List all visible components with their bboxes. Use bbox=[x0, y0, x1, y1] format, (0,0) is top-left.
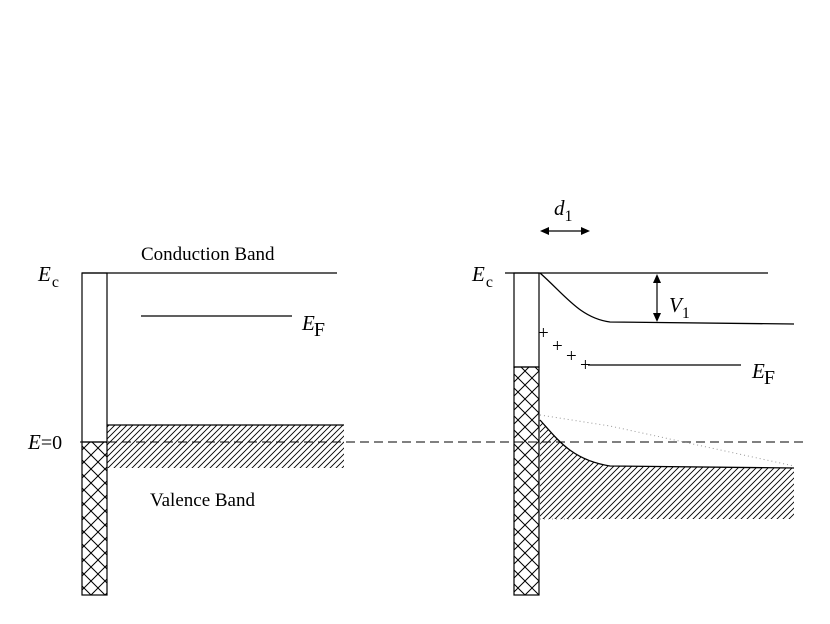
zero-energy-label: E=0 bbox=[27, 430, 62, 454]
valence-band-label: Valence Band bbox=[150, 490, 255, 511]
right-metal-region bbox=[513, 366, 540, 596]
d1-arrow-head-right bbox=[581, 227, 590, 235]
right-ec-label: Ec bbox=[471, 262, 493, 291]
left-ef-label: EF bbox=[301, 311, 325, 341]
right-valence-band-dotted-guide bbox=[539, 414, 795, 467]
right-conduction-band-bent-edge bbox=[539, 272, 795, 325]
positive-charge: + bbox=[552, 336, 563, 357]
right-oxide-layer bbox=[513, 272, 540, 368]
right-ef-label: EF bbox=[751, 359, 775, 389]
positive-charge: + bbox=[580, 355, 591, 376]
v1-arrow-head-bottom bbox=[653, 313, 661, 322]
right-panel: + + + + Ec EF d1 V1 bbox=[471, 196, 795, 596]
positive-charge: + bbox=[566, 346, 577, 367]
d1-arrow-head-left bbox=[540, 227, 549, 235]
left-valence-band-hatch bbox=[107, 425, 344, 468]
right-valence-band-edge bbox=[539, 419, 795, 469]
conduction-band-label: Conduction Band bbox=[141, 244, 275, 265]
v1-label: V1 bbox=[669, 293, 690, 322]
positive-charge: + bbox=[538, 323, 549, 344]
left-metal-region bbox=[81, 441, 108, 596]
left-oxide-layer bbox=[81, 272, 108, 443]
v1-arrow-head-top bbox=[653, 274, 661, 283]
d1-label: d1 bbox=[554, 196, 573, 225]
left-ec-label: Ec bbox=[37, 262, 59, 291]
left-panel: Ec EF E=0 Conduction Band Valence Band bbox=[27, 244, 344, 596]
